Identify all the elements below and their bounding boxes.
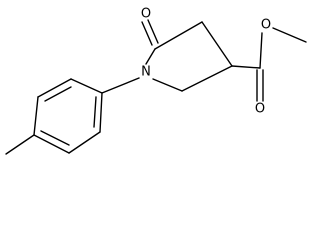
- bond-n1-c5: [145, 48, 156, 65]
- bond-ar4-methyl: [5, 134, 35, 155]
- bond-ar1-ar2: [70, 78, 103, 94]
- bond-ar6-ar1: [99, 92, 103, 133]
- bond-ar6-ar1-inner: [93, 96, 97, 128]
- bond-c5-o-ketone-b: [147, 19, 159, 44]
- bond-ar4-ar5-inner: [40, 130, 70, 146]
- bond-c5-o-ketone-a: [141, 21, 153, 46]
- bond-ar2-ar3-inner: [44, 86, 72, 102]
- atom-label-ester-ether-oxygen: O: [261, 18, 271, 33]
- bond-c2-n1: [152, 78, 183, 92]
- methyl-5-oxo-1-p-tolylpyrrolidine-3-carboxylate-structure: O N O O: [5, 7, 307, 155]
- bond-c5-c4: [154, 21, 203, 50]
- bond-ar3-ar4: [33, 96, 39, 136]
- bond-o-ether-methyl: [272, 27, 307, 43]
- bond-c3-c-ester: [231, 65, 261, 69]
- bond-c4-c3: [201, 21, 233, 67]
- bond-c3-c2: [181, 65, 233, 92]
- atom-label-ester-carbonyl-oxygen: O: [255, 102, 265, 117]
- bond-ar4-ar5: [33, 134, 70, 154]
- atom-label-ring-nitrogen: N: [141, 65, 151, 80]
- bond-c-ester-o-ether: [259, 32, 263, 69]
- bond-n1-aryl: [101, 77, 140, 94]
- atom-label-ketone-oxygen: O: [141, 7, 151, 22]
- bond-ar2-ar3: [37, 78, 72, 98]
- bond-ar5-ar6: [68, 131, 101, 154]
